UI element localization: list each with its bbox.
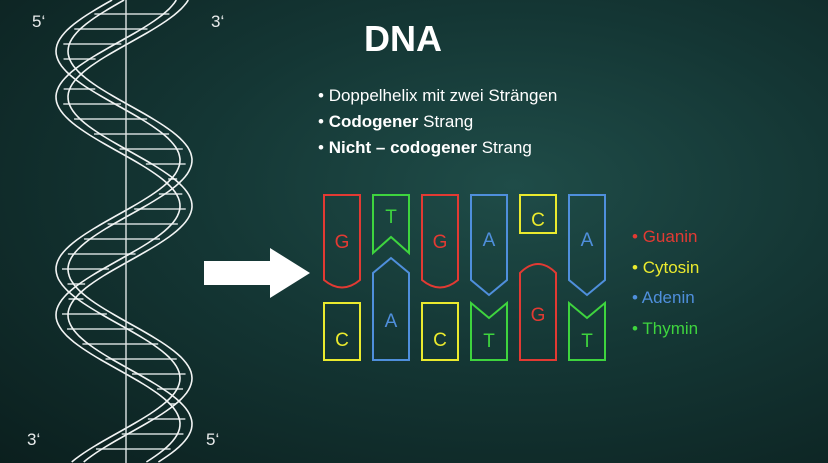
nucleotide-top-shape	[323, 194, 361, 289]
legend-item-guanin: Guanin	[632, 222, 699, 253]
dna-helix-illustration	[55, 0, 193, 463]
label-3-prime-bottom: 3‘	[27, 430, 41, 449]
base-legend: Guanin Cytosin Adenin Thymin	[632, 222, 700, 345]
nucleotide-bottom-label: G	[531, 305, 546, 326]
nucleotide-top-label: A	[581, 230, 594, 251]
bullet-list: Doppelhelix mit zwei Strängen Codogener …	[318, 83, 558, 161]
nucleotide-top-shape	[519, 194, 557, 234]
helix-base-pair-rungs	[62, 13, 186, 450]
bullet-item: Nicht – codogener Strang	[318, 135, 557, 161]
nucleotide-top-label: G	[433, 232, 448, 253]
helix-strand-line	[67, 0, 193, 463]
bullet-item: Doppelhelix mit zwei Strängen	[318, 83, 558, 109]
nucleotide-top-label: G	[335, 232, 350, 253]
legend-item-cytosin: Cytosin	[632, 253, 700, 284]
nucleotide-top-label: C	[531, 210, 545, 231]
nucleotide-bottom-label: A	[385, 311, 398, 332]
label-5-prime-top: 5‘	[32, 12, 46, 31]
nucleotide-top-shape	[372, 194, 410, 256]
helix-strand-line	[55, 0, 181, 463]
nucleotide-top-label: A	[483, 230, 496, 251]
nucleotide-top-shape	[421, 194, 459, 289]
nucleotide-bottom-shape	[323, 302, 361, 361]
legend-item-adenin: Adenin	[632, 283, 699, 314]
nucleotide-top-shape	[470, 194, 508, 297]
nucleotide-bottom-shape	[421, 302, 459, 361]
label-5-prime-bottom: 5‘	[206, 430, 220, 449]
nucleotide-top-label: T	[385, 207, 397, 228]
nucleotide-bottom-label: C	[433, 330, 447, 351]
nucleotide-top-shape	[568, 194, 606, 297]
nucleotide-bottom-shape	[519, 263, 557, 361]
helix-strand-line	[55, 0, 181, 463]
label-3-prime-top: 3‘	[211, 12, 225, 31]
base-pair-diagram: G C T A G C A T C G A T	[323, 194, 606, 361]
nucleotide-bottom-shape	[372, 256, 410, 361]
page-title: DNA	[364, 18, 442, 59]
nucleotide-bottom-label: C	[335, 330, 349, 351]
helix-strand-line	[67, 0, 193, 463]
nucleotide-bottom-label: T	[483, 331, 495, 352]
legend-item-thymin: Thymin	[632, 314, 699, 345]
bullet-item: Codogener Strang	[318, 109, 557, 135]
nucleotide-bottom-shape	[470, 300, 508, 361]
right-arrow-icon	[204, 248, 310, 298]
nucleotide-bottom-label: T	[581, 331, 593, 352]
nucleotide-bottom-shape	[568, 300, 606, 361]
helix-backbone-strands	[55, 0, 193, 463]
